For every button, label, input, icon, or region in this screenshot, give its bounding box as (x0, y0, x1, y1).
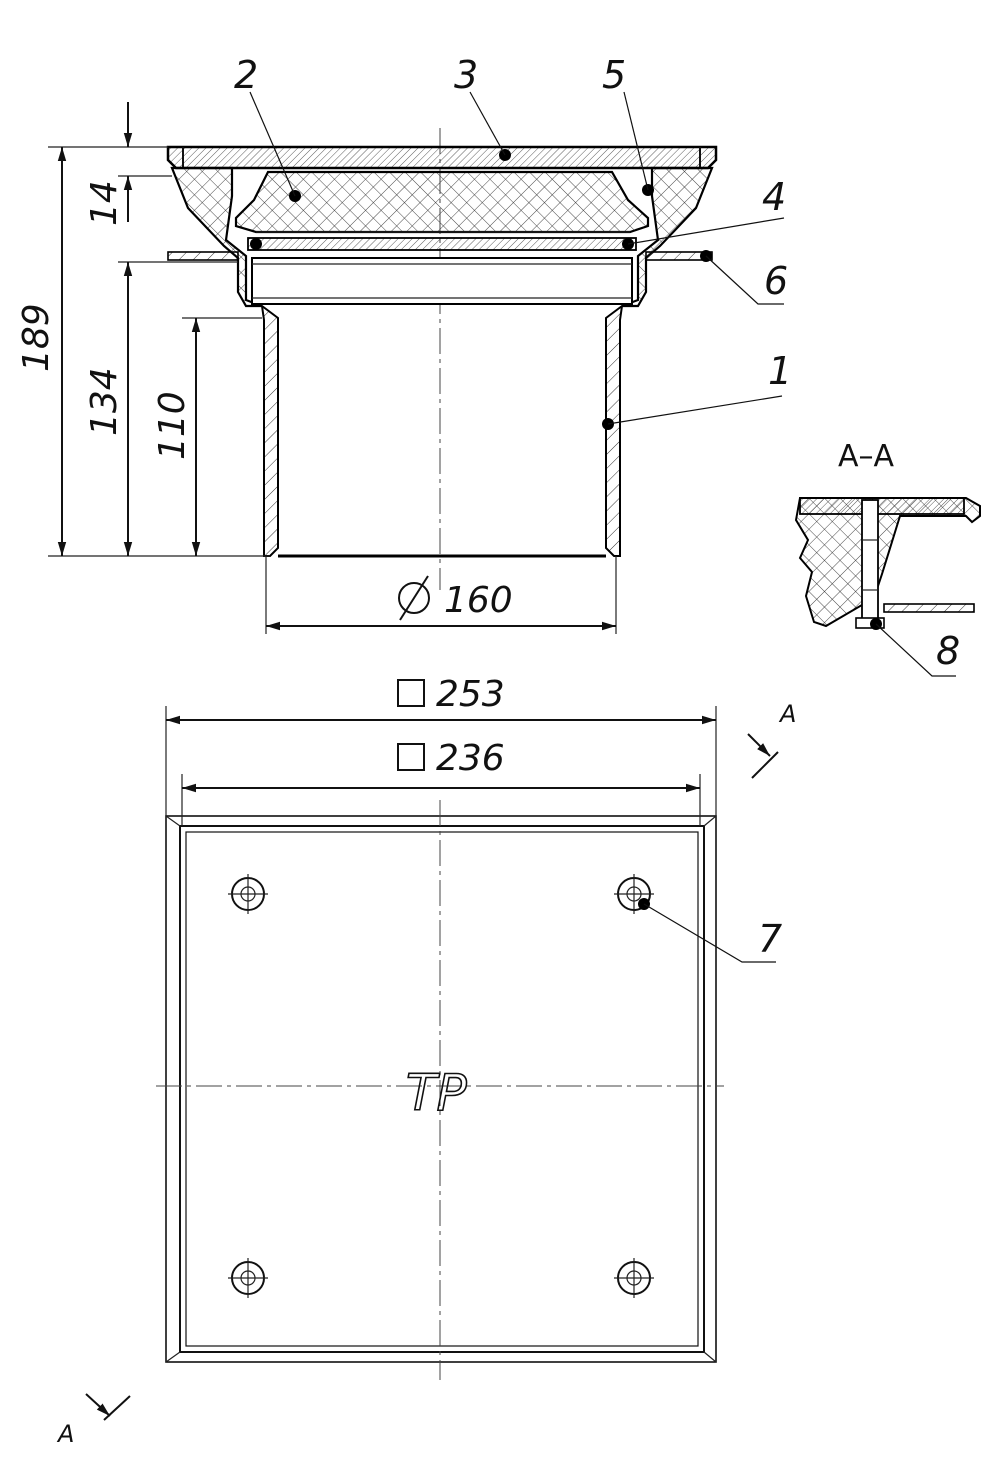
cut-mark-top: A (747, 700, 796, 779)
leader-8 (875, 623, 956, 677)
svg-text:A: A (56, 1420, 74, 1448)
leader-4 (627, 217, 785, 245)
plan-view: 253 236 7 TP (56, 674, 796, 1448)
dim-outer-square: 253 (436, 674, 505, 715)
part-number-5: 5 (602, 53, 626, 97)
screw-top-right (614, 874, 654, 914)
marker-dot-4b (250, 238, 262, 250)
part-number-2: 2 (234, 53, 258, 97)
leader-5 (623, 91, 649, 191)
outer-frame (165, 815, 717, 1363)
part-number-7: 7 (758, 917, 782, 961)
part-number-4: 4 (762, 175, 786, 219)
grate-plate (185, 831, 699, 1347)
cut-mark-bottom: A (56, 1393, 131, 1448)
dim-inner-square: 236 (436, 738, 505, 779)
screw-bottom-right (614, 1258, 654, 1298)
svg-text:A: A (778, 700, 796, 728)
dim-pipe-height: 110 (152, 391, 193, 460)
screw-bottom-left (228, 1258, 268, 1298)
leader-1 (607, 395, 783, 425)
screw-section (861, 499, 879, 627)
leader-2 (249, 91, 296, 197)
dim-grate-thickness: 14 (84, 180, 125, 226)
square-symbol-236 (397, 743, 425, 771)
leader-7 (643, 903, 776, 963)
part-number-1: 1 (768, 349, 792, 393)
section-title: A–A (838, 439, 895, 474)
dim-overall-height: 189 (16, 303, 57, 372)
logo: TP (406, 1064, 468, 1122)
socket-band (251, 257, 633, 305)
part-number-6: 6 (764, 259, 788, 303)
grate-section (166, 145, 718, 170)
dim-collar-height: 134 (84, 367, 125, 436)
square-symbol-253 (397, 679, 425, 707)
pipe-section (260, 303, 624, 558)
part-number-3: 3 (454, 53, 478, 97)
diameter-symbol (398, 575, 430, 621)
part-number-8: 8 (936, 629, 960, 673)
seal-ring-section (247, 237, 637, 251)
dim-pipe-diameter: 160 (444, 580, 513, 621)
section-a-a-detail: A–A 8 (794, 439, 981, 677)
side-section-view: 1 2 3 4 5 6 189 134 110 14 160 (16, 53, 792, 634)
screw-top-left (228, 874, 268, 914)
leader-6 (705, 255, 784, 305)
leader-3 (469, 91, 506, 156)
trap-insert-section (234, 170, 650, 234)
